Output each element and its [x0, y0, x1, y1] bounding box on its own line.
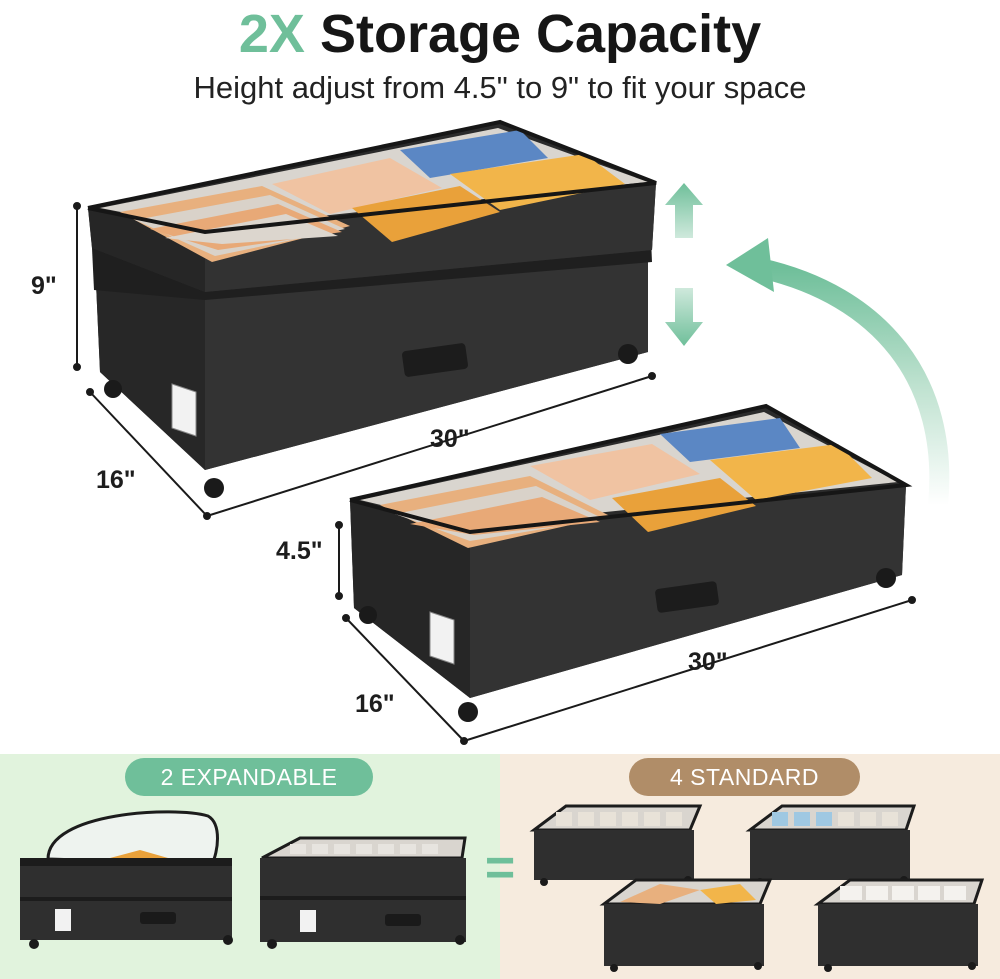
- lower-depth-label: 16": [355, 690, 395, 718]
- standard-storage-box: [349, 403, 913, 722]
- expandable-box-open: [20, 810, 233, 949]
- subtitle: Height adjust from 4.5" to 9" to fit you…: [193, 70, 807, 105]
- headline-title: Storage Capacity: [319, 4, 762, 64]
- handle-icon: [402, 343, 468, 377]
- headline: 2X Storage Capacity: [0, 2, 1000, 66]
- equals-sign: =: [484, 839, 516, 897]
- expandable-badge: 2 EXPANDABLE: [125, 758, 373, 796]
- curved-arrow-icon: [726, 238, 950, 515]
- open-lid: [46, 810, 219, 866]
- standard-box-4: [813, 878, 985, 972]
- standard-badge: 4 STANDARD: [629, 758, 860, 796]
- folded-clothes: [120, 130, 625, 262]
- standard-box-2: [745, 804, 917, 886]
- caster-wheel-icon: [359, 568, 896, 722]
- standard-box-3: [599, 878, 773, 972]
- lower-height-label: 4.5": [276, 537, 323, 565]
- up-arrow-icon: [665, 183, 703, 238]
- standard-box-1: [529, 804, 703, 886]
- product-illustration: [73, 119, 950, 745]
- upper-length-label: 30": [430, 425, 470, 453]
- caster-wheel-icon: [104, 344, 638, 498]
- upper-dimension-lines: [73, 202, 656, 520]
- expanded-storage-box: [87, 119, 657, 498]
- upper-height-label: 9": [31, 272, 57, 300]
- down-arrow-icon: [665, 288, 703, 346]
- comparison-illustration: [20, 804, 985, 972]
- lower-dimension-lines: [335, 521, 916, 745]
- lower-length-label: 30": [688, 648, 728, 676]
- label-card: [429, 611, 455, 665]
- upper-depth-label: 16": [96, 466, 136, 494]
- label-card: [171, 383, 197, 437]
- handle-icon: [655, 581, 719, 613]
- headline-accent: 2X: [238, 4, 305, 64]
- expandable-box-closed: [260, 836, 467, 949]
